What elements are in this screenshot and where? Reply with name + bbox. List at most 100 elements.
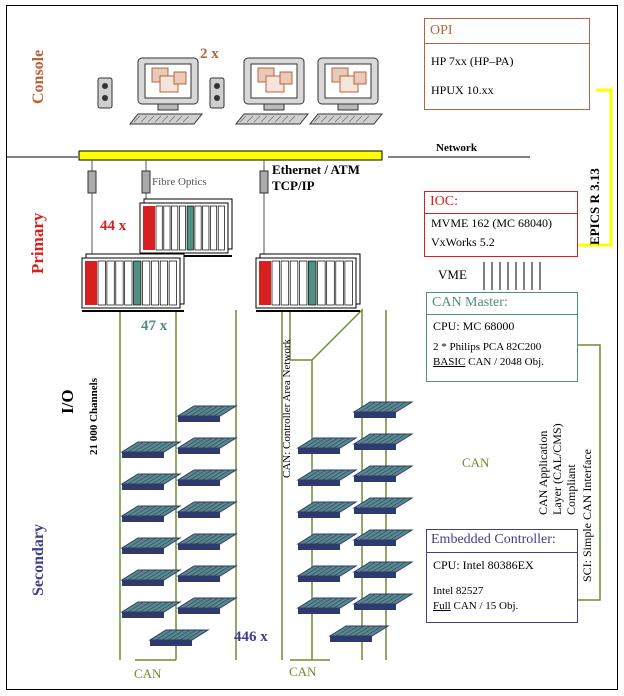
crate-slot (133, 260, 142, 306)
can-module (176, 405, 238, 422)
embedded-controller-box: Embedded Controller: CPU: Intel 80386EX … (426, 529, 578, 623)
crate-slot (106, 260, 115, 306)
can-master-cpu: CPU: MC 68000 (433, 319, 515, 333)
module-count: 446 x (234, 629, 268, 645)
ioc-title: IOC: (430, 194, 458, 209)
can-module (296, 501, 358, 518)
ioc-card (259, 261, 271, 305)
keyboard (234, 113, 310, 125)
crate-slot (163, 205, 171, 251)
can-master-title: CAN Master: (432, 295, 508, 310)
keyboard (308, 113, 384, 125)
can-module (296, 437, 358, 454)
embedded-cpu: CPU: Intel 80386EX (433, 558, 534, 572)
can-module (176, 469, 238, 486)
crate-slot (210, 205, 218, 251)
epics-label: EPICS R 3.13 (587, 168, 602, 245)
crate-slot (317, 260, 326, 306)
crate-slot (142, 260, 151, 306)
crate-slot (155, 205, 163, 251)
crate-slot (115, 260, 124, 306)
primary-layer-label: Primary (28, 212, 47, 274)
can-module (148, 629, 210, 646)
crate-slot (171, 205, 179, 251)
opi-title: OPI (430, 23, 453, 38)
fibre-optics-label: Fibre Optics (152, 176, 207, 188)
can-module (352, 529, 414, 546)
crate-slot (202, 205, 210, 251)
tcpip-label: TCP/IP (272, 178, 315, 193)
ethernet-label: Ethernet / ATM (272, 162, 360, 177)
vme-crate (81, 253, 185, 312)
crate-slot (271, 260, 280, 306)
can-module (296, 597, 358, 614)
cal-label-line1: CAN Application (536, 430, 550, 515)
console-workstations (97, 57, 384, 125)
can-module (120, 441, 182, 458)
embedded-spec: Full CAN / 15 Obj. (433, 600, 518, 612)
crate-slot (150, 260, 160, 306)
crate-slot (168, 260, 177, 306)
can-module (352, 401, 414, 418)
can-wires (119, 308, 601, 661)
secondary-layer-label: Secondary (30, 524, 47, 596)
crate-slot (97, 260, 106, 306)
can-module (296, 469, 358, 486)
cal-label-line3: Compliant (564, 464, 578, 515)
keyboard (128, 113, 204, 125)
can-master-objects: CAN / 2048 Obj. (465, 356, 544, 368)
crate-slot (194, 205, 202, 251)
can-module (352, 561, 414, 578)
crate-slot (217, 205, 225, 251)
can-module (352, 497, 414, 514)
crate-slot (308, 260, 317, 306)
cal-label-line2: Layer (CAL/CMS) (550, 423, 564, 515)
can-master-basic: BASIC (433, 356, 466, 368)
ioc-cpu: MVME 162 (MC 68040) (431, 216, 553, 230)
io-layer-label: I/O (58, 389, 77, 414)
crate-slot (280, 260, 290, 306)
can-module (296, 565, 358, 582)
can-label-right: CAN (462, 455, 490, 470)
workstation (128, 57, 204, 125)
can-module (120, 537, 182, 554)
opi-os: HPUX 10.xx (431, 83, 494, 97)
crate-slot (344, 260, 353, 306)
can-module (352, 465, 414, 482)
embedded-objects: CAN / 15 Obj. (450, 600, 519, 612)
embedded-full: Full (433, 600, 451, 612)
can-master-box: CAN Master: CPU: MC 68000 2 * Philips PC… (426, 292, 578, 382)
sci-label: SCI: Simple CAN Interface (580, 449, 594, 582)
epics-bracket (578, 88, 613, 247)
fibre-connector (87, 170, 97, 194)
can-modules (120, 401, 414, 646)
console-layer-label: Console (30, 49, 47, 104)
console-count: 2 x (200, 46, 219, 62)
crate-slot (178, 205, 186, 251)
outer-frame (6, 5, 618, 690)
fibre-connector (141, 170, 151, 194)
can-label-bottom-right: CAN (289, 664, 317, 679)
fibre-connector (259, 170, 269, 194)
vme-crates (81, 198, 361, 312)
can-module (120, 473, 182, 490)
vme-crate (255, 253, 361, 312)
can-label-bottom-left: CAN (134, 666, 162, 681)
ioc-os: VxWorks 5.2 (431, 235, 495, 249)
can-module (352, 593, 414, 610)
can-module (176, 565, 238, 582)
crate-slot (289, 260, 299, 306)
crate-slot (298, 260, 308, 306)
opi-box: OPI HP 7xx (HP–PA) HPUX 10.xx (424, 18, 590, 110)
vme-label: VME (438, 267, 467, 282)
workstation (308, 57, 384, 125)
network-label: Network (436, 142, 477, 154)
can-module (176, 501, 238, 518)
can-module (120, 601, 182, 618)
can-module (328, 625, 390, 642)
can-module (176, 533, 238, 550)
vme-crate (139, 198, 233, 257)
vme-bus (483, 262, 541, 290)
can-module (176, 597, 238, 614)
